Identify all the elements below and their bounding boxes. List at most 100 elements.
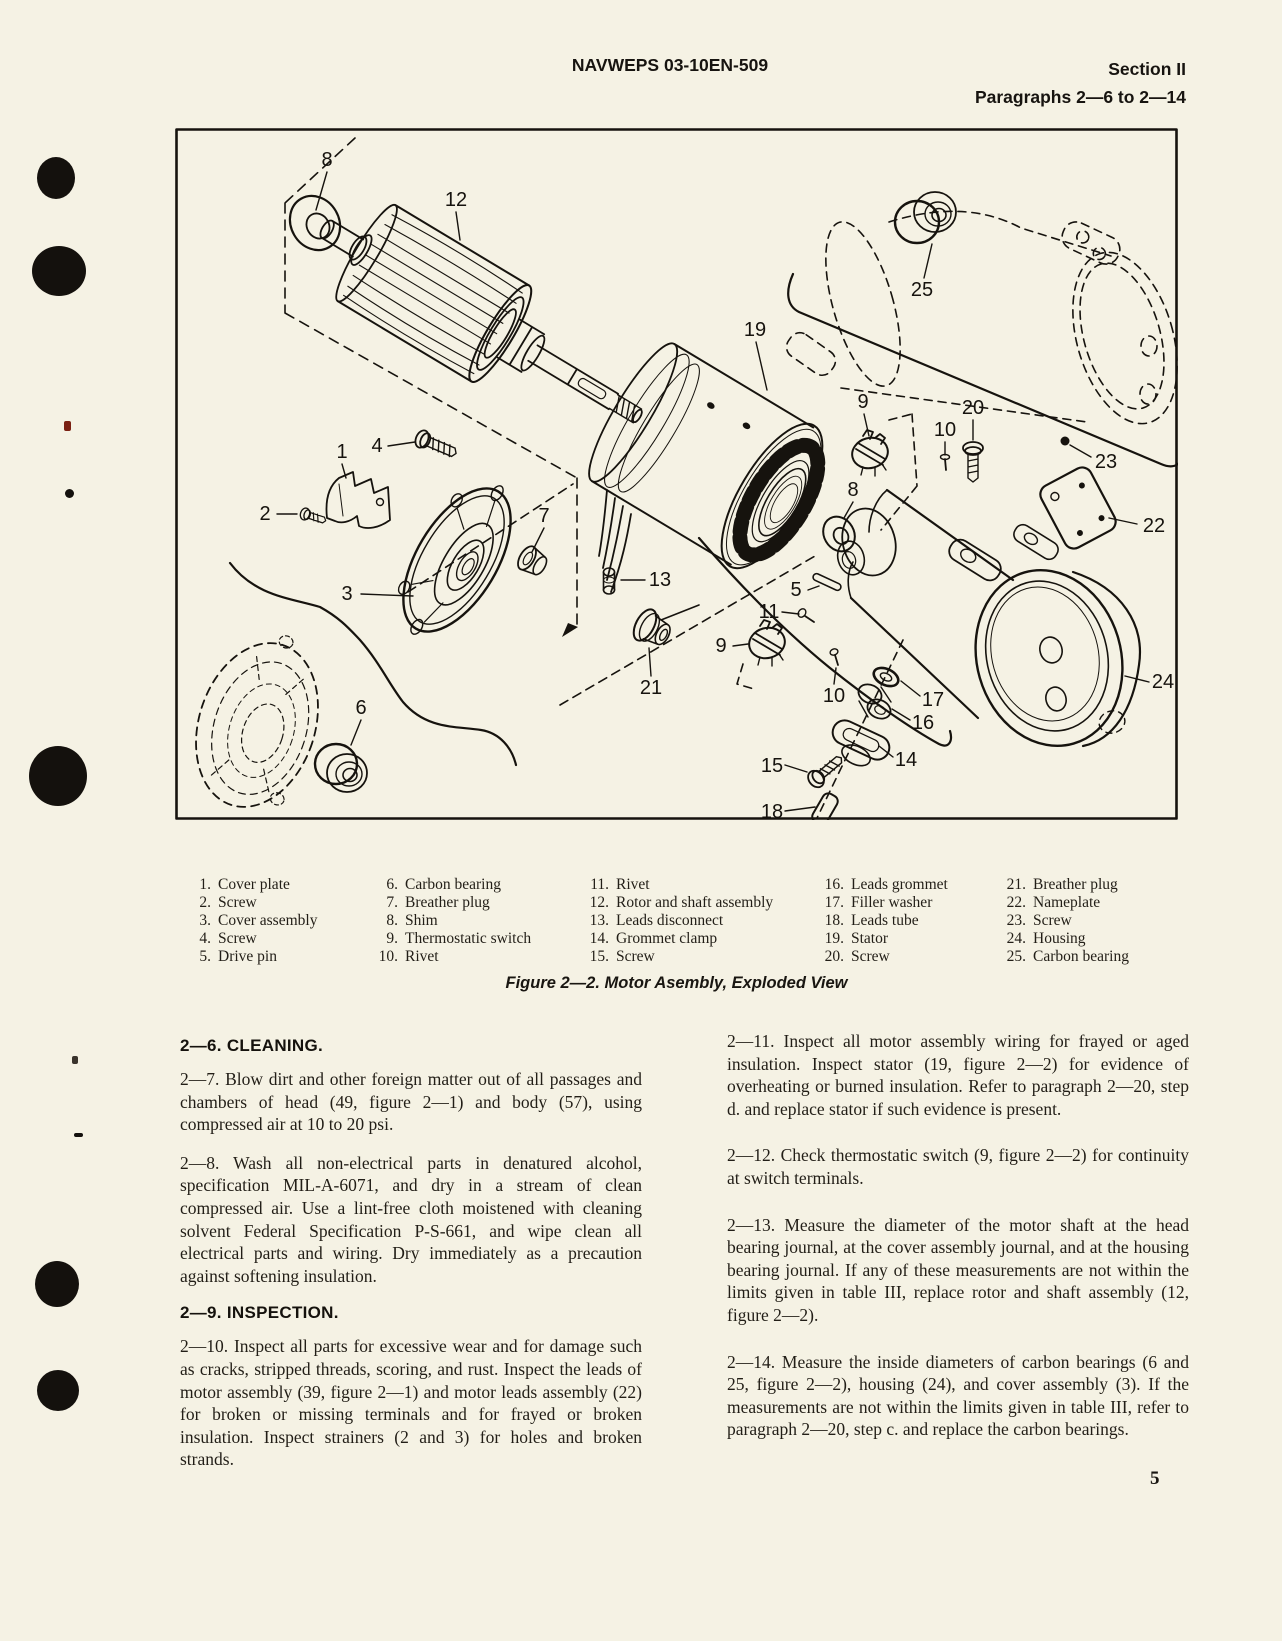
list-item: 9.Thermostatic switch <box>386 930 532 947</box>
document-number: NAVWEPS 03-10EN-509 <box>571 55 769 75</box>
callout-25: 25 <box>911 279 933 301</box>
paragraph-range-label: Paragraphs 2—6 to 2—14 <box>974 87 1186 107</box>
callout-leaders <box>276 171 1150 812</box>
heading-cleaning: 2—6. CLEANING. <box>180 1036 324 1055</box>
registration-mark <box>65 489 74 498</box>
leads-disconnect-drawing <box>602 567 616 595</box>
paragraph-2-13: 2—13. Measure the diameter of the motor … <box>727 1214 1189 1325</box>
list-item: 23.Screw <box>1006 912 1072 929</box>
callout-10-lower: 10 <box>823 685 845 707</box>
paragraph-2-11: 2—11. Inspect all motor assembly wiring … <box>727 1031 1189 1119</box>
text-column-right: 2—11. Inspect all motor assembly wiring … <box>727 1030 1189 1465</box>
nameplate-drawing <box>1039 436 1117 550</box>
registration-mark <box>64 421 71 431</box>
callout-9-lower: 9 <box>715 635 726 657</box>
callout-3: 3 <box>341 583 352 605</box>
registration-mark <box>37 1370 79 1411</box>
list-item: 6.Carbon bearing <box>386 876 501 893</box>
list-item: 14.Grommet clamp <box>589 930 718 947</box>
thermostatic-switch-drawing <box>851 429 889 477</box>
list-item: 16.Leads grommet <box>824 876 948 893</box>
callout-20: 20 <box>962 397 984 419</box>
callout-17: 17 <box>922 689 944 711</box>
callout-12: 12 <box>445 189 467 211</box>
parts-column-1: 1.Cover plate 2.Screw 3.Cover assembly 4… <box>185 876 317 966</box>
stator-leads <box>598 489 632 593</box>
grommet-parts-drawing <box>807 666 900 826</box>
list-item: 12.Rotor and shaft assembly <box>589 894 774 911</box>
registration-mark <box>37 157 75 199</box>
section-label: Section II <box>1108 59 1186 79</box>
list-item: 18.Leads tube <box>824 912 919 929</box>
cover-plate-clip-drawing <box>325 471 391 529</box>
registration-mark <box>32 246 86 296</box>
callout-14: 14 <box>895 749 917 771</box>
screw-drawing <box>807 755 843 789</box>
rotor-shaft-drawing <box>319 203 643 424</box>
list-item: 3.Cover assembly <box>199 912 318 929</box>
figure-2-2-exploded-view: 8 12 25 19 9 10 20 23 22 8 4 2 1 7 3 13 … <box>175 128 1185 826</box>
list-item: 2.Screw <box>199 894 257 911</box>
leads-tube-drawing <box>811 792 839 826</box>
callout-13: 13 <box>649 569 671 591</box>
callout-1: 1 <box>336 441 347 463</box>
list-item: 15.Screw <box>589 948 655 965</box>
list-item: 13.Leads disconnect <box>589 912 724 929</box>
list-item: 21.Breather plug <box>1006 876 1118 893</box>
screw-drawing <box>299 507 327 524</box>
list-item: 24.Housing <box>1006 930 1086 947</box>
callout-10-upper: 10 <box>934 419 956 441</box>
registration-mark <box>74 1133 83 1137</box>
callout-15: 15 <box>761 755 783 777</box>
registration-mark <box>72 1056 78 1064</box>
list-item: 20.Screw <box>824 948 890 965</box>
carbon-bearing-6-drawing <box>313 742 368 793</box>
cover-assembly-drawing <box>397 485 512 635</box>
list-item: 8.Shim <box>386 912 438 929</box>
paragraph-2-7: 2—7. Blow dirt and other foreign matter … <box>180 1069 642 1135</box>
callout-24: 24 <box>1152 671 1174 693</box>
paragraph-2-12: 2—12. Check thermostatic switch (9, figu… <box>727 1145 1189 1188</box>
callout-9-upper: 9 <box>857 391 868 413</box>
screw-23-drawing <box>1060 436 1070 446</box>
breather-plug-drawing <box>632 604 700 646</box>
registration-mark <box>29 746 87 806</box>
callout-19: 19 <box>744 319 766 341</box>
list-item: 4.Screw <box>199 930 257 947</box>
callout-2: 2 <box>259 503 270 525</box>
carbon-bearing-25-drawing <box>893 191 957 245</box>
screw-drawing <box>962 441 984 483</box>
heading-inspection: 2—9. INSPECTION. <box>180 1303 339 1323</box>
rivet-drawing <box>829 648 839 666</box>
callout-8-top: 8 <box>321 149 332 171</box>
list-item: 11.Rivet <box>590 876 650 893</box>
stator-drawing <box>588 342 826 593</box>
callout-21: 21 <box>640 677 662 699</box>
text-column-left: 2—6. CLEANING. 2—7. Blow dirt and other … <box>180 1030 642 1487</box>
zone-separator-lines <box>228 272 1185 767</box>
drive-pin-drawing <box>812 572 842 592</box>
rivet-drawing <box>797 608 815 623</box>
paragraph-2-8: 2—8. Wash all non-electrical parts in de… <box>180 1152 642 1286</box>
parts-column-3: 11.Rivet 12.Rotor and shaft assembly 13.… <box>583 876 774 966</box>
phantom-cover-plate-drawing <box>195 635 319 808</box>
parts-column-2: 6.Carbon bearing 7.Breather plug 8.Shim … <box>372 876 532 966</box>
assembly-arrow <box>562 623 578 637</box>
paragraph-2-14: 2—14. Measure the inside diameters of ca… <box>727 1351 1189 1440</box>
callout-8-mid: 8 <box>847 479 858 501</box>
thermostatic-switch-drawing <box>748 619 786 667</box>
phantom-housing-drawing <box>785 210 1178 425</box>
housing-drawing <box>836 488 1141 748</box>
breather-plug-drawing <box>517 545 548 576</box>
list-item: 7.Breather plug <box>386 894 490 911</box>
callout-11: 11 <box>759 601 780 623</box>
callout-4: 4 <box>371 435 382 457</box>
callout-23: 23 <box>1095 451 1117 473</box>
section-header: Section II Paragraphs 2—6 to 2—14 <box>975 55 1186 111</box>
list-item: 10.Rivet <box>378 948 439 965</box>
callout-22: 22 <box>1143 515 1165 537</box>
list-item: 22.Nameplate <box>1006 894 1101 911</box>
figure-border <box>175 128 1178 820</box>
callout-5: 5 <box>790 579 801 601</box>
